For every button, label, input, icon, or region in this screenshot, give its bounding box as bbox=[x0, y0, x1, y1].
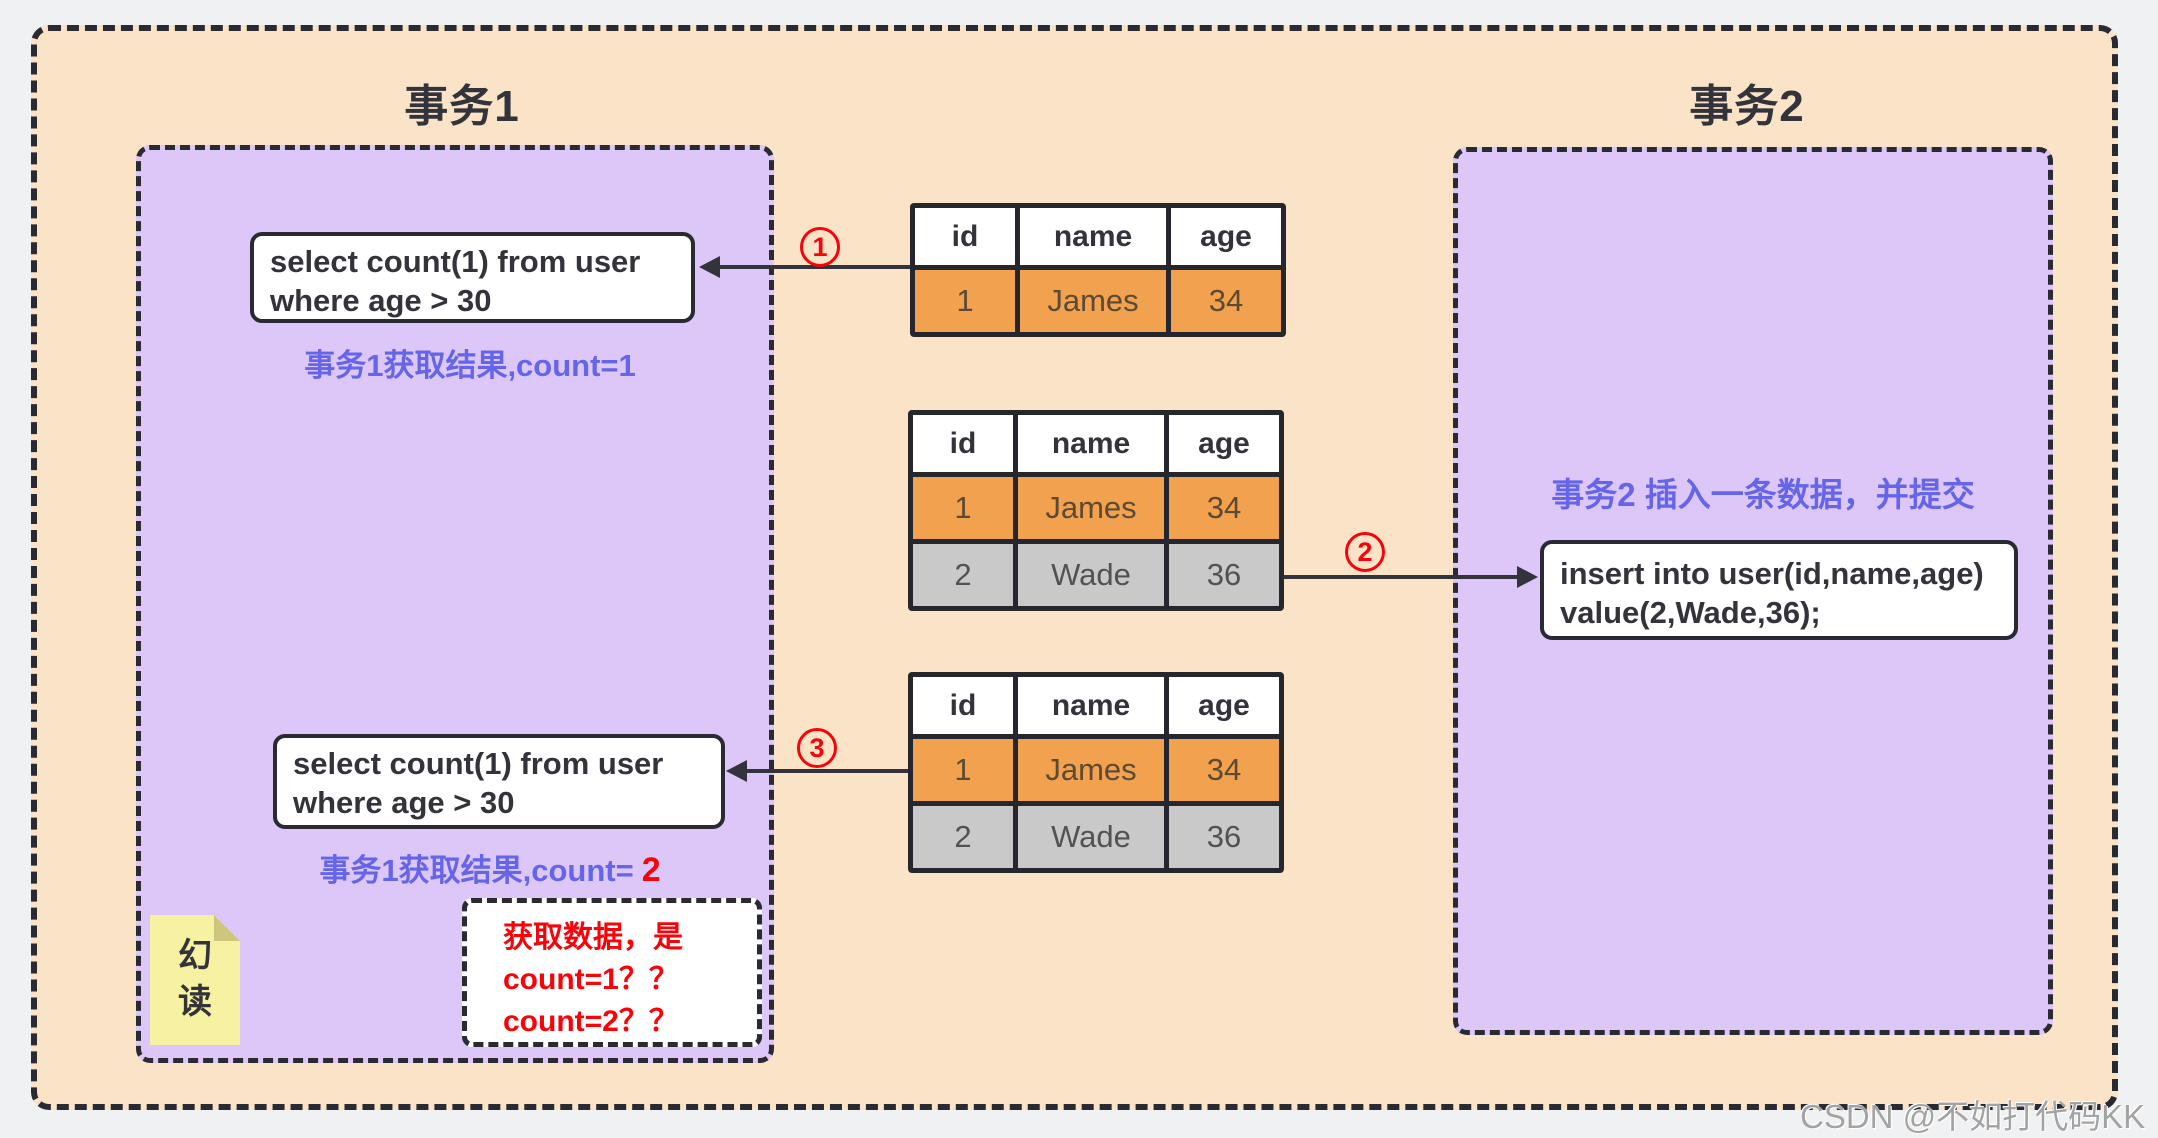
tx1-select-query-2: select count(1) from user where age > 30 bbox=[273, 734, 725, 829]
question-line3: count=2？？ bbox=[503, 1005, 679, 1038]
question-line2: count=1？？ bbox=[503, 963, 679, 996]
user-table-2: id name age 1 James 34 2 Wade 36 bbox=[908, 410, 1284, 611]
table3-row1-age: 34 bbox=[1169, 739, 1279, 801]
step-3-badge: 3 bbox=[797, 728, 837, 768]
table3-row2-id: 2 bbox=[913, 806, 1013, 868]
phantom-read-note: 幻 读 bbox=[150, 915, 240, 1045]
table3-header-age: age bbox=[1169, 677, 1279, 734]
tx1-select-query-1-line1: select count(1) from user bbox=[270, 244, 641, 279]
arrow-3-line bbox=[745, 769, 908, 773]
phantom-read-note-char1: 幻 bbox=[178, 937, 212, 975]
watermark: CSDN @不如打代码KK bbox=[1800, 1098, 2146, 1135]
table3-row2-age: 36 bbox=[1169, 806, 1279, 868]
tx2-insert-statement: insert into user(id,name,age) value(2,Wa… bbox=[1540, 540, 2018, 640]
table2-header-name: name bbox=[1018, 415, 1164, 472]
table3-header-name: name bbox=[1018, 677, 1164, 734]
table1-cell-id: 1 bbox=[915, 270, 1015, 332]
arrow-3-head-icon bbox=[726, 760, 747, 782]
tx2-insert-line1: insert into user(id,name,age) bbox=[1560, 556, 1984, 591]
arrow-1-head-icon bbox=[699, 256, 720, 278]
table2-row2-age: 36 bbox=[1169, 544, 1279, 606]
tx1-select-query-2-line2: where age > 30 bbox=[293, 785, 515, 820]
tx1-result2-prefix: 事务1获取结果,count= bbox=[319, 853, 634, 888]
table1-cell-name: James bbox=[1020, 270, 1166, 332]
table1-header-name: name bbox=[1020, 208, 1166, 265]
tx2-caption: 事务2 插入一条数据，并提交 bbox=[1551, 476, 1975, 513]
table2-row2-id: 2 bbox=[913, 544, 1013, 606]
table1-header-id: id bbox=[915, 208, 1015, 265]
arrow-2-line bbox=[1283, 575, 1519, 579]
tx1-result2-value: 2 bbox=[641, 851, 661, 889]
tx1-result1-label: 事务1获取结果,count=1 bbox=[304, 348, 636, 383]
transaction1-title: 事务1 bbox=[404, 82, 520, 131]
tx1-select-query-1-line2: where age > 30 bbox=[270, 283, 492, 318]
table3-row2-name: Wade bbox=[1018, 806, 1164, 868]
table3-header-id: id bbox=[913, 677, 1013, 734]
question-box: 获取数据，是 count=1？？ count=2？？ bbox=[462, 898, 762, 1047]
user-table-1: id name age 1 James 34 bbox=[910, 203, 1286, 337]
question-line1: 获取数据，是 bbox=[503, 921, 683, 954]
table2-header-id: id bbox=[913, 415, 1013, 472]
tx1-select-query-1: select count(1) from user where age > 30 bbox=[250, 232, 695, 323]
step-2-badge: 2 bbox=[1345, 532, 1385, 572]
table3-row1-id: 1 bbox=[913, 739, 1013, 801]
tx1-select-query-2-line1: select count(1) from user bbox=[293, 746, 664, 781]
table2-row1-age: 34 bbox=[1169, 477, 1279, 539]
table2-row1-name: James bbox=[1018, 477, 1164, 539]
phantom-read-note-char2: 读 bbox=[178, 983, 212, 1021]
table1-header-age: age bbox=[1171, 208, 1281, 265]
step-1-badge: 1 bbox=[800, 227, 840, 267]
table2-row2-name: Wade bbox=[1018, 544, 1164, 606]
user-table-3: id name age 1 James 34 2 Wade 36 bbox=[908, 672, 1284, 873]
table2-row1-id: 1 bbox=[913, 477, 1013, 539]
tx1-result2-label: 事务1获取结果,count=2 bbox=[280, 845, 700, 890]
table3-row1-name: James bbox=[1018, 739, 1164, 801]
tx2-insert-line2: value(2,Wade,36); bbox=[1560, 595, 1821, 630]
arrow-1-line bbox=[718, 265, 910, 269]
note-fold-corner-icon bbox=[214, 915, 240, 941]
table2-header-age: age bbox=[1169, 415, 1279, 472]
transaction2-title: 事务2 bbox=[1689, 82, 1805, 131]
table1-cell-age: 34 bbox=[1171, 270, 1281, 332]
arrow-2-head-icon bbox=[1517, 566, 1538, 588]
